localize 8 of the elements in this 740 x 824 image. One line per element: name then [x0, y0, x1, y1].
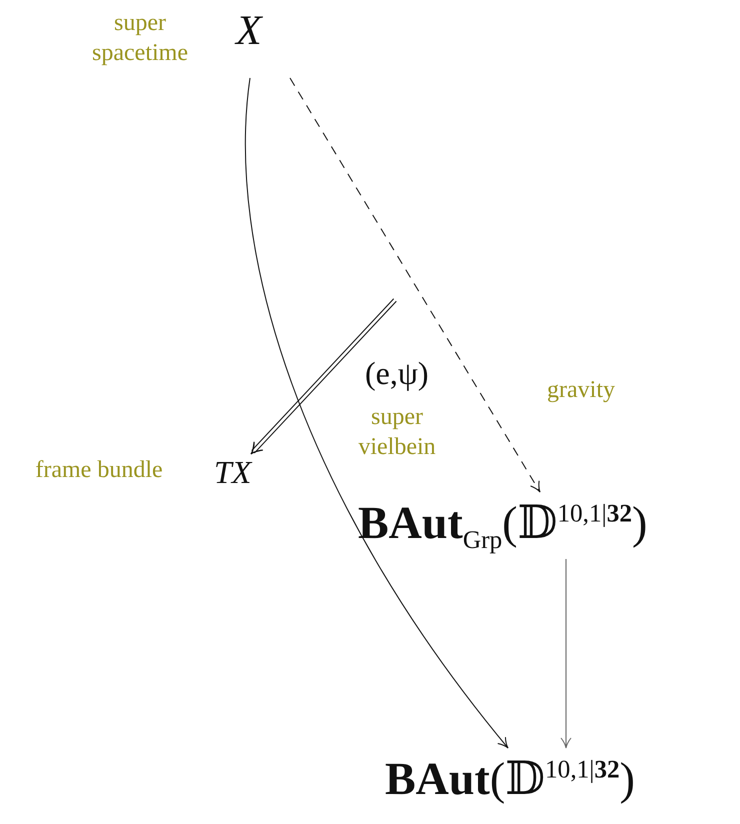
node-caption: super spacetime — [91, 9, 189, 68]
node-caption: frame bundle — [34, 456, 164, 485]
math-expression: BAut(𝔻$^{10,1|}$$^{32}$) — [383, 752, 637, 806]
math-expression: TX — [212, 452, 254, 492]
double-arrow — [250, 298, 397, 455]
annotation: super vielbein — [357, 403, 437, 462]
math-expression: X — [234, 6, 264, 56]
math-expression: BAut$_{Grp}$(𝔻$^{10,1|}$$^{32}$) — [356, 496, 650, 558]
